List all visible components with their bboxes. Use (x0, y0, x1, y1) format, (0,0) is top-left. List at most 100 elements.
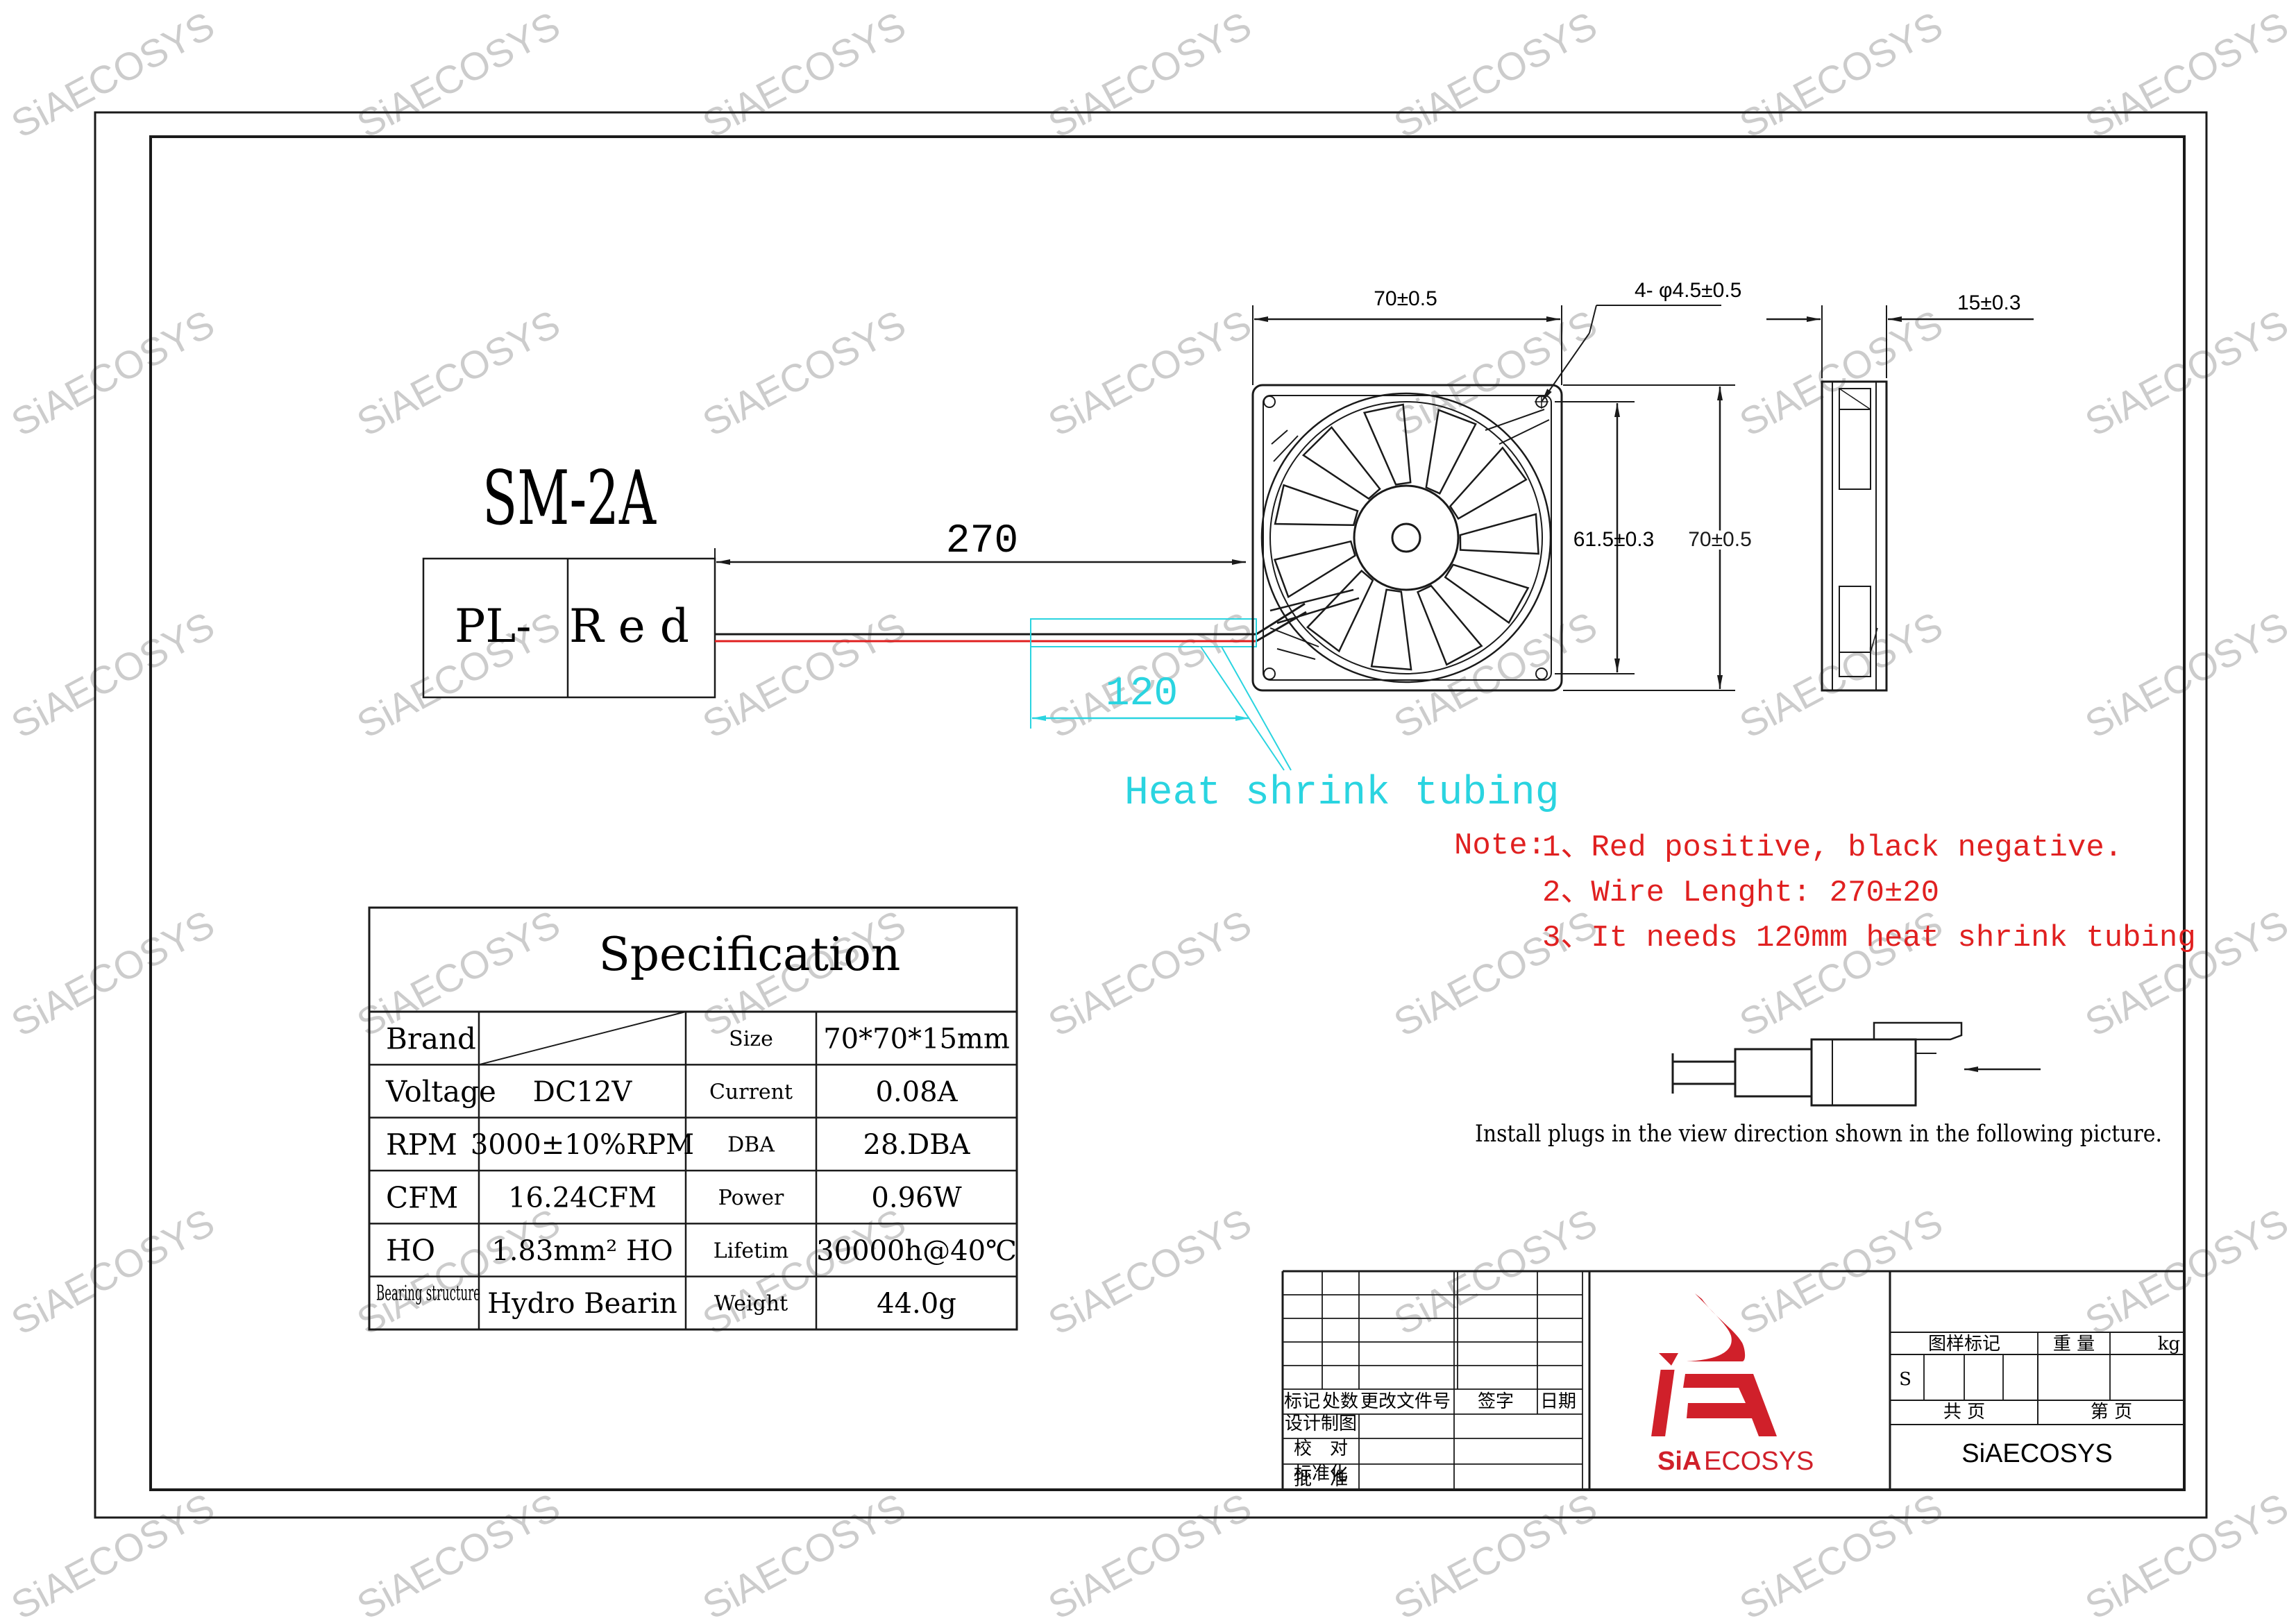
spec-cell: Voltage (385, 1075, 496, 1109)
note-1: 1、Red positive, black negative. (1542, 831, 2122, 865)
title-block: 标记处数更改文件号签字日期设计制图校 对标准化批 准 SiA ECOSYS 图样… (1281, 1270, 2184, 1490)
notes: Note: 1、Red positive, black negative. 2、… (1454, 829, 2196, 955)
fan-dimensions: 70±0.5 4- φ4.5±0.5 61.5±0.3 70±0.5 (1252, 279, 1755, 691)
fan-blade (1301, 426, 1381, 500)
spec-cell: Size (729, 1027, 773, 1051)
watermark-text: SiAECOSYS (1041, 3, 1258, 146)
spec-cell: 16.24CFM (508, 1182, 657, 1214)
fan-side-view: 15±0.3 (1766, 291, 2034, 692)
fan-blade (1417, 584, 1483, 666)
title-block-label: 图样标记 (1928, 1334, 2000, 1354)
watermark-text: SiAECOSYS (2078, 603, 2295, 746)
heat-shrink-tubing: 120 Heat shrink tubing (1030, 618, 1560, 816)
logo-text: ECOSYS (1704, 1447, 1814, 1476)
spec-cell: CFM (386, 1180, 458, 1214)
inner-border (149, 135, 2186, 1491)
note-3: 3、It needs 120mm heat shrink tubing (1542, 921, 2196, 955)
spec-cell: 30000h@40℃ (816, 1235, 1017, 1267)
hole-callout: 4- φ4.5±0.5 (1635, 279, 1741, 302)
watermark-text: SiAECOSYS (2078, 1484, 2295, 1623)
notes-prefix: Note: (1454, 829, 1546, 863)
title-block-label: 第 页 (2091, 1402, 2132, 1422)
fan-shaft (1391, 522, 1421, 553)
tubing-outline (1030, 618, 1257, 647)
spec-cell: RPM (386, 1128, 457, 1162)
connector-model: SM-2A (482, 455, 657, 542)
spec-cell: Lifetim (714, 1239, 788, 1263)
title-block-header: 处数 (1322, 1391, 1358, 1412)
watermark-text: SiAECOSYS (1387, 3, 1604, 146)
mounting-hole (1535, 668, 1548, 680)
wire-length-label: 270 (946, 519, 1018, 564)
fan-height-label: 70±0.5 (1688, 528, 1752, 551)
fan-blades (1273, 403, 1539, 671)
company-name: SiAECOSYS (1961, 1439, 2113, 1468)
spec-cell: Current (709, 1080, 793, 1104)
watermark-text: SiAECOSYS (4, 3, 221, 146)
connector-label-right: R e d (569, 600, 689, 653)
connector-drawing: SM-2A PL- R e d (422, 455, 716, 699)
spec-cell: Bearing structure (376, 1282, 480, 1306)
fan-hub (1353, 484, 1460, 591)
watermark-text: SiAECOSYS (350, 3, 567, 146)
title-block-header: 日期 (1540, 1391, 1576, 1412)
fan-frame (1251, 384, 1563, 692)
watermark-text: SiAECOSYS (1041, 301, 1258, 444)
title-block-role: 标准化 (1294, 1463, 1348, 1484)
watermark-text: SiAECOSYS (695, 603, 913, 746)
connector-label-left: PL- (455, 600, 532, 653)
spec-cell: 1.83mm² HO (491, 1235, 673, 1267)
watermark-text: SiAECOSYS (695, 1200, 913, 1343)
spec-cell: Weight (714, 1292, 788, 1316)
fan-blade (1370, 588, 1412, 671)
title-block-label: kg (2158, 1334, 2180, 1354)
watermark-text: SiAECOSYS (1732, 301, 1950, 444)
watermark-text: SiAECOSYS (350, 301, 567, 444)
watermark-text: SiAECOSYS (695, 1484, 913, 1623)
watermark-text: SiAECOSYS (695, 301, 913, 444)
title-block-role: 校 对 (1294, 1438, 1348, 1459)
watermark-text: SiAECOSYS (1041, 1200, 1258, 1343)
wires (715, 602, 1307, 643)
spec-table-frame (368, 906, 1018, 1331)
fan-outer-ring (1260, 392, 1552, 683)
thickness-label: 15±0.3 (1957, 291, 2021, 314)
install-note: Install plugs in the view direction show… (1475, 1120, 2162, 1148)
title-block-label: 重 量 (2053, 1334, 2095, 1354)
wire-length-dimension: 270 (714, 519, 1246, 624)
fan-blade-ring (1269, 401, 1543, 674)
watermark-text: SiAECOSYS (350, 1200, 567, 1343)
watermark-text: SiAECOSYS (1732, 1484, 1950, 1623)
spec-cell: HO (386, 1234, 435, 1268)
fan-blade (1459, 513, 1539, 555)
watermark-text: SiAECOSYS (1041, 901, 1258, 1044)
spec-cell: DC12V (533, 1076, 633, 1108)
spec-cell: Brand (386, 1021, 476, 1055)
mounting-hole (1263, 668, 1276, 680)
fan-front-view (1251, 384, 1563, 692)
tubing-callout: Heat shrink tubing (1124, 771, 1560, 816)
fan-blade (1449, 446, 1528, 520)
plug-install-sketch: Install plugs in the view direction show… (1475, 1021, 2162, 1148)
note-2: 2、Wire Lenght: 270±20 (1542, 876, 1939, 910)
side-frame (1821, 380, 1888, 692)
spec-cell: Hydro Bearin (487, 1288, 677, 1320)
spec-title: Specification (599, 928, 901, 981)
watermark-text: SiAECOSYS (4, 301, 221, 444)
spec-cell: DBA (727, 1133, 775, 1157)
title-block-role: 设计制图 (1285, 1413, 1357, 1434)
spec-cell: 0.08A (876, 1076, 959, 1108)
title-block-header: 更改文件号 (1360, 1391, 1451, 1412)
watermark-text: SiAECOSYS (350, 1484, 567, 1623)
spec-cell: 0.96W (871, 1182, 961, 1214)
title-block-label: 共 页 (1943, 1402, 1985, 1422)
watermark-text: SiAECOSYS (4, 1200, 221, 1343)
fan-width-label: 70±0.5 (1374, 287, 1437, 310)
watermark-text: SiAECOSYS (4, 603, 221, 746)
watermark-text: SiAECOSYS (4, 1484, 221, 1623)
fan-blade (1273, 540, 1356, 599)
fan-blade (1425, 409, 1477, 495)
spec-cell: Power (718, 1186, 784, 1210)
watermark-text: SiAECOSYS (1041, 1484, 1258, 1623)
